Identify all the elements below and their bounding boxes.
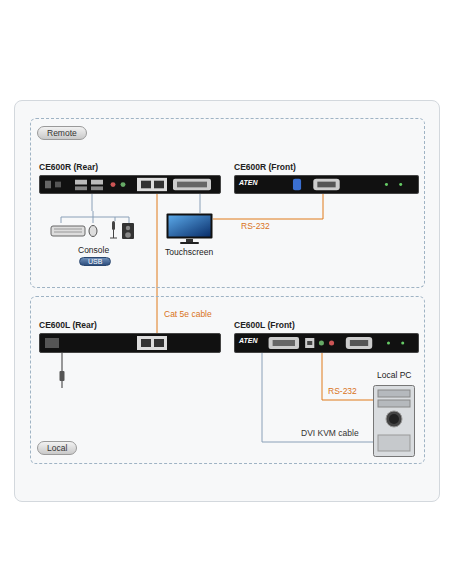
cable-label: Cat 5e cable	[163, 309, 213, 319]
device-label: Local PC	[377, 370, 412, 380]
device-heading: CE600L (Front)	[234, 320, 295, 330]
device-panel: CE600L (Front)ATEN	[234, 333, 419, 353]
pc-tower: Local PC	[373, 385, 415, 457]
touchscreen-monitor: Touchscreen	[166, 213, 213, 244]
device-panel: CE600L (Rear)	[39, 333, 221, 353]
device-heading: CE600L (Rear)	[39, 320, 97, 330]
cable-line	[157, 194, 158, 333]
cable-label: RS-232	[240, 221, 271, 231]
device-label: Touchscreen	[165, 247, 213, 257]
device-panel: CE600R (Front)ATEN	[234, 175, 419, 194]
console-icons: ConsoleUSB	[49, 211, 139, 241]
cable-label: DVI KVM cable	[300, 428, 360, 438]
region-box: LocalCE600L (Rear)CE600L (Front)ATENLoca…	[30, 296, 425, 464]
device-drawing	[39, 333, 221, 353]
device-drawing	[234, 333, 419, 353]
cable-line	[262, 353, 373, 442]
device-drawing	[49, 211, 139, 241]
device-drawing	[39, 175, 221, 194]
cable-line	[200, 194, 201, 213]
device-heading: CE600R (Front)	[234, 162, 296, 172]
brand-logo: ATEN	[239, 179, 258, 186]
brand-logo: ATEN	[239, 337, 258, 344]
cable-label: RS-232	[327, 386, 358, 396]
device-panel: CE600R (Rear)	[39, 175, 221, 194]
region-tag: Local	[37, 441, 77, 455]
cable-line	[213, 194, 323, 219]
cable-line	[92, 194, 93, 211]
device-heading: CE600R (Rear)	[39, 162, 98, 172]
device-drawing	[166, 213, 213, 244]
region-tag: Remote	[37, 126, 87, 140]
cable-line	[322, 353, 373, 400]
device-drawing	[234, 175, 419, 194]
usb-tag: USB	[79, 257, 111, 266]
device-label: Console	[78, 245, 109, 255]
device-drawing	[373, 385, 415, 457]
region-box: RemoteCE600R (Rear)CE600R (Front)ATENCon…	[30, 118, 425, 288]
